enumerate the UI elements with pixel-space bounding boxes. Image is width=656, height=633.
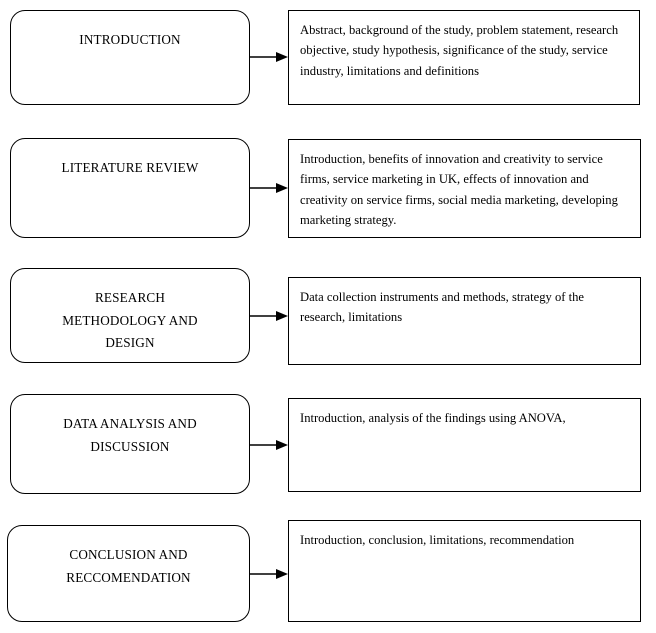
detail-text: Introduction, conclusion, limitations, r…: [300, 533, 575, 547]
arrow-right-icon: [250, 569, 288, 579]
detail-box-literature-review[interactable]: Introduction, benefits of innovation and…: [288, 139, 641, 238]
stage-label: CONCLUSION AND RECCOMENDATION: [66, 547, 191, 585]
stage-label: INTRODUCTION: [79, 32, 181, 47]
detail-box-data-analysis-and-discussion[interactable]: Introduction, analysis of the findings u…: [288, 398, 641, 492]
stage-box-data-analysis-and-discussion[interactable]: DATA ANALYSIS AND DISCUSSION: [10, 394, 250, 494]
stage-label: LITERATURE REVIEW: [61, 160, 199, 175]
arrow-right-icon: [250, 52, 288, 62]
detail-text: Introduction, benefits of innovation and…: [300, 152, 618, 228]
detail-box-introduction[interactable]: Abstract, background of the study, probl…: [288, 10, 640, 105]
stage-box-literature-review[interactable]: LITERATURE REVIEW: [10, 138, 250, 238]
detail-text: Introduction, analysis of the findings u…: [300, 411, 566, 425]
detail-box-conclusion-and-recommendation[interactable]: Introduction, conclusion, limitations, r…: [288, 520, 641, 622]
arrow-right-icon: [250, 183, 288, 193]
stage-label: DATA ANALYSIS AND DISCUSSION: [63, 416, 197, 454]
stage-box-introduction[interactable]: INTRODUCTION: [10, 10, 250, 105]
arrow-right-icon: [250, 440, 288, 450]
stage-label: RESEARCH METHODOLOGY AND DESIGN: [62, 290, 198, 351]
detail-text: Data collection instruments and methods,…: [300, 290, 584, 325]
detail-box-research-methodology-and-design[interactable]: Data collection instruments and methods,…: [288, 277, 641, 365]
arrow-right-icon: [250, 311, 288, 321]
detail-text: Abstract, background of the study, probl…: [300, 23, 619, 78]
stage-box-research-methodology-and-design[interactable]: RESEARCH METHODOLOGY AND DESIGN: [10, 268, 250, 363]
stage-box-conclusion-and-reccomendation[interactable]: CONCLUSION AND RECCOMENDATION: [7, 525, 250, 622]
